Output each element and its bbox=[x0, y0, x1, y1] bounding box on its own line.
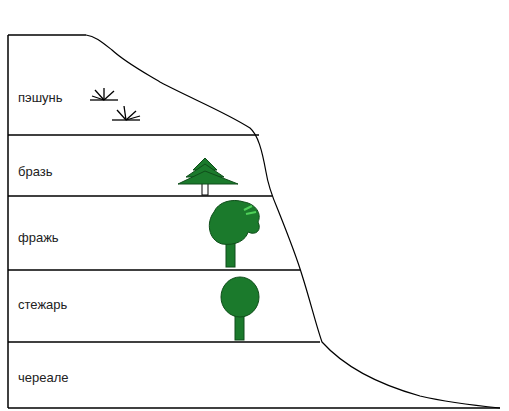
zone-band: бразь bbox=[8, 136, 178, 195]
ground-line bbox=[8, 407, 500, 409]
zone-line bbox=[8, 34, 86, 36]
zone-label: фражь bbox=[18, 230, 59, 246]
grass-tuft bbox=[112, 106, 140, 120]
zone-line bbox=[8, 341, 320, 343]
grass-stroke bbox=[103, 88, 104, 100]
zone-label: бразь bbox=[18, 164, 53, 180]
grass-tuft bbox=[90, 88, 118, 100]
zone-line bbox=[8, 134, 259, 136]
axis-line bbox=[7, 35, 9, 408]
zone-band: фражь bbox=[8, 197, 198, 269]
fir-tree bbox=[178, 158, 238, 195]
zone-label: стежарь bbox=[18, 297, 67, 313]
zone-line bbox=[8, 269, 300, 271]
oak-tree bbox=[221, 277, 259, 340]
grass-stroke bbox=[92, 96, 104, 100]
zone-band: пэшунь bbox=[8, 36, 88, 134]
tree-crown bbox=[221, 277, 259, 317]
ash-tree bbox=[209, 200, 259, 267]
grass-stroke bbox=[126, 116, 140, 120]
zone-band: стежарь bbox=[8, 271, 223, 341]
zone-label: череале bbox=[18, 370, 69, 386]
grass-stroke bbox=[104, 91, 114, 100]
tree-crown bbox=[209, 200, 259, 244]
grass-stroke bbox=[117, 110, 126, 120]
tree-crown bbox=[178, 171, 238, 184]
zone-label: пэшунь bbox=[18, 90, 63, 106]
mountain-slope bbox=[86, 35, 500, 408]
zone-band: череале bbox=[8, 343, 308, 407]
zone-line bbox=[8, 195, 272, 197]
leaf-accent bbox=[244, 206, 256, 214]
